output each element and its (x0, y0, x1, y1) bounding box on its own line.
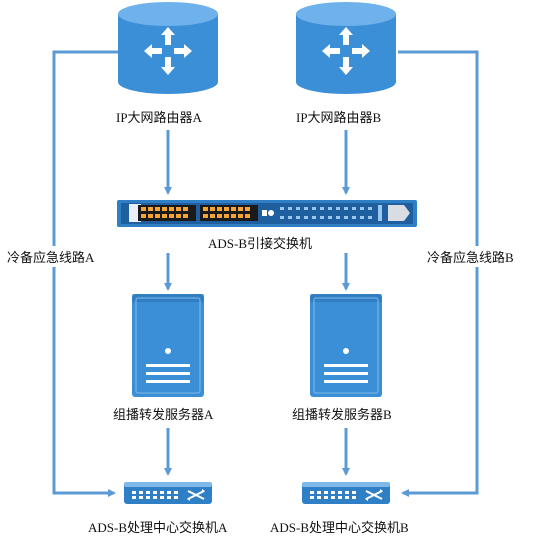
server-b-icon (309, 293, 383, 398)
router-b-icon (296, 2, 396, 94)
router-b-label: IP大网路由器B (296, 110, 382, 125)
center-switch-b-label: ADS-B处理中心交换机B (270, 520, 409, 535)
server-a-label: 组播转发服务器A (113, 407, 214, 422)
backup-line-a (52, 50, 120, 497)
access-switch-icon (117, 200, 417, 227)
center-switch-a-label: ADS-B处理中心交换机A (88, 520, 228, 535)
server-a-icon (131, 293, 205, 398)
router-a-icon (118, 2, 218, 94)
backup-line-a-label: 冷备应急线路A (7, 246, 95, 267)
connectors (52, 50, 479, 497)
backup-line-b (398, 50, 479, 497)
backup-line-b-label: 冷备应急线路B (427, 246, 514, 267)
server-b-label: 组播转发服务器B (292, 407, 392, 422)
center-switch-a-icon (123, 481, 213, 505)
center-switch-b-icon (301, 481, 391, 505)
router-a-label: IP大网路由器A (116, 110, 202, 125)
access-switch-label: ADS-B引接交换机 (208, 236, 313, 251)
